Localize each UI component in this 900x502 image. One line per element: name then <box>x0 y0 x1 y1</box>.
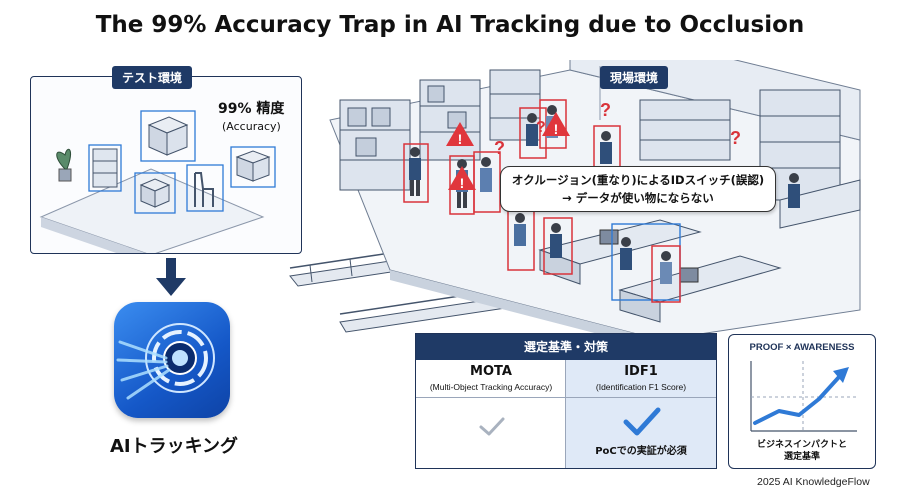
caption-line-2: 選定基準 <box>783 452 820 462</box>
small-box-icon <box>134 172 176 214</box>
proof-card-title: PROOF × AWARENESS <box>749 342 855 353</box>
metric-full-name: (Multi-Object Tracking Accuracy) <box>429 382 553 392</box>
proof-card-caption: ビジネスインパクトと 選定基準 <box>729 439 875 463</box>
page-title: The 99% Accuracy Trap in AI Tracking due… <box>95 12 805 38</box>
footer-credit: 2025 AI KnowledgeFlow <box>757 476 870 488</box>
warning-icon: ! <box>542 112 570 137</box>
callout-line-2: → データが使い物にならない <box>562 191 714 205</box>
criteria-column-idf1: IDF1 (Identification F1 Score) PoCでの実証が必… <box>566 360 716 468</box>
warning-icon: ! <box>448 166 476 191</box>
field-environment-tag: 現場環境 <box>600 66 669 89</box>
metric-name: IDF1 <box>624 364 658 379</box>
question-mark-icon: ? ? ? ? <box>494 100 741 158</box>
criteria-column-mota: MOTA (Multi-Object Tracking Accuracy) <box>416 360 566 468</box>
svg-text:!: ! <box>458 131 463 147</box>
chair-icon <box>186 164 224 212</box>
cabinet-icon <box>88 144 122 192</box>
test-environment-tag: テスト環境 <box>112 66 193 89</box>
metric-full-name: (Identification F1 Score) <box>595 382 687 392</box>
plant-icon <box>56 148 72 182</box>
id-switch-callout: オクルージョン(重なり)によるIDスイッチ(誤認) → データが使い物にならない <box>500 166 776 212</box>
svg-text:!: ! <box>460 175 465 191</box>
svg-text:?: ? <box>494 138 505 158</box>
metric-name: MOTA <box>470 364 512 379</box>
column-head: IDF1 (Identification F1 Score) <box>566 360 716 398</box>
criteria-header: 選定基準・対策 <box>416 334 716 360</box>
caption-line-1: ビジネスインパクトと <box>756 440 847 450</box>
storage-shelves <box>339 69 541 191</box>
callout-line-1: オクルージョン(重なり)によるIDスイッチ(誤認) <box>511 173 765 187</box>
growth-chart-icon <box>750 361 857 432</box>
poc-required-note: PoCでの実証が必須 <box>595 446 687 457</box>
camera-lens-icon <box>116 323 215 400</box>
warning-icon: ! <box>446 122 474 147</box>
test-room-illustration <box>39 110 276 265</box>
checkmark-icon <box>623 407 661 436</box>
checkmark-icon <box>479 417 505 436</box>
svg-text:?: ? <box>600 100 611 120</box>
accuracy-value: 99% 精度 <box>218 101 285 117</box>
checkout-counters <box>538 179 861 323</box>
accuracy-sublabel: (Accuracy) <box>222 120 281 133</box>
box-icon <box>140 110 196 162</box>
proof-awareness-card: PROOF × AWARENESS ビジネスインパクトと 選定基準 <box>728 334 876 469</box>
svg-text:?: ? <box>536 119 546 136</box>
svg-text:?: ? <box>730 128 741 148</box>
selection-criteria-table: 選定基準・対策 MOTA (Multi-Object Tracking Accu… <box>415 333 717 469</box>
test-environment-panel <box>30 76 302 265</box>
column-head: MOTA (Multi-Object Tracking Accuracy) <box>416 360 566 398</box>
ai-tracking-app-icon <box>114 302 230 418</box>
right-box-icon <box>230 146 276 188</box>
ai-tracking-label: AIトラッキング <box>109 436 239 457</box>
down-arrow-icon <box>156 258 186 296</box>
svg-text:!: ! <box>554 121 559 137</box>
